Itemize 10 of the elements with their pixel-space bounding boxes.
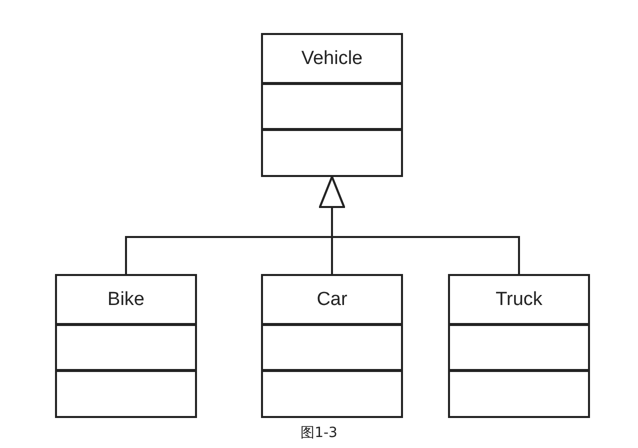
class-name: Car xyxy=(316,288,348,310)
class-name: Bike xyxy=(108,288,144,310)
class-box xyxy=(55,274,197,418)
class-box xyxy=(261,274,403,418)
class-name: Truck xyxy=(496,288,542,310)
figure-caption: 图1-3 xyxy=(300,425,338,441)
class-name: Vehicle xyxy=(301,48,363,70)
class-box xyxy=(261,33,403,177)
class-box xyxy=(448,274,590,418)
inheritance-arrow xyxy=(319,176,520,274)
